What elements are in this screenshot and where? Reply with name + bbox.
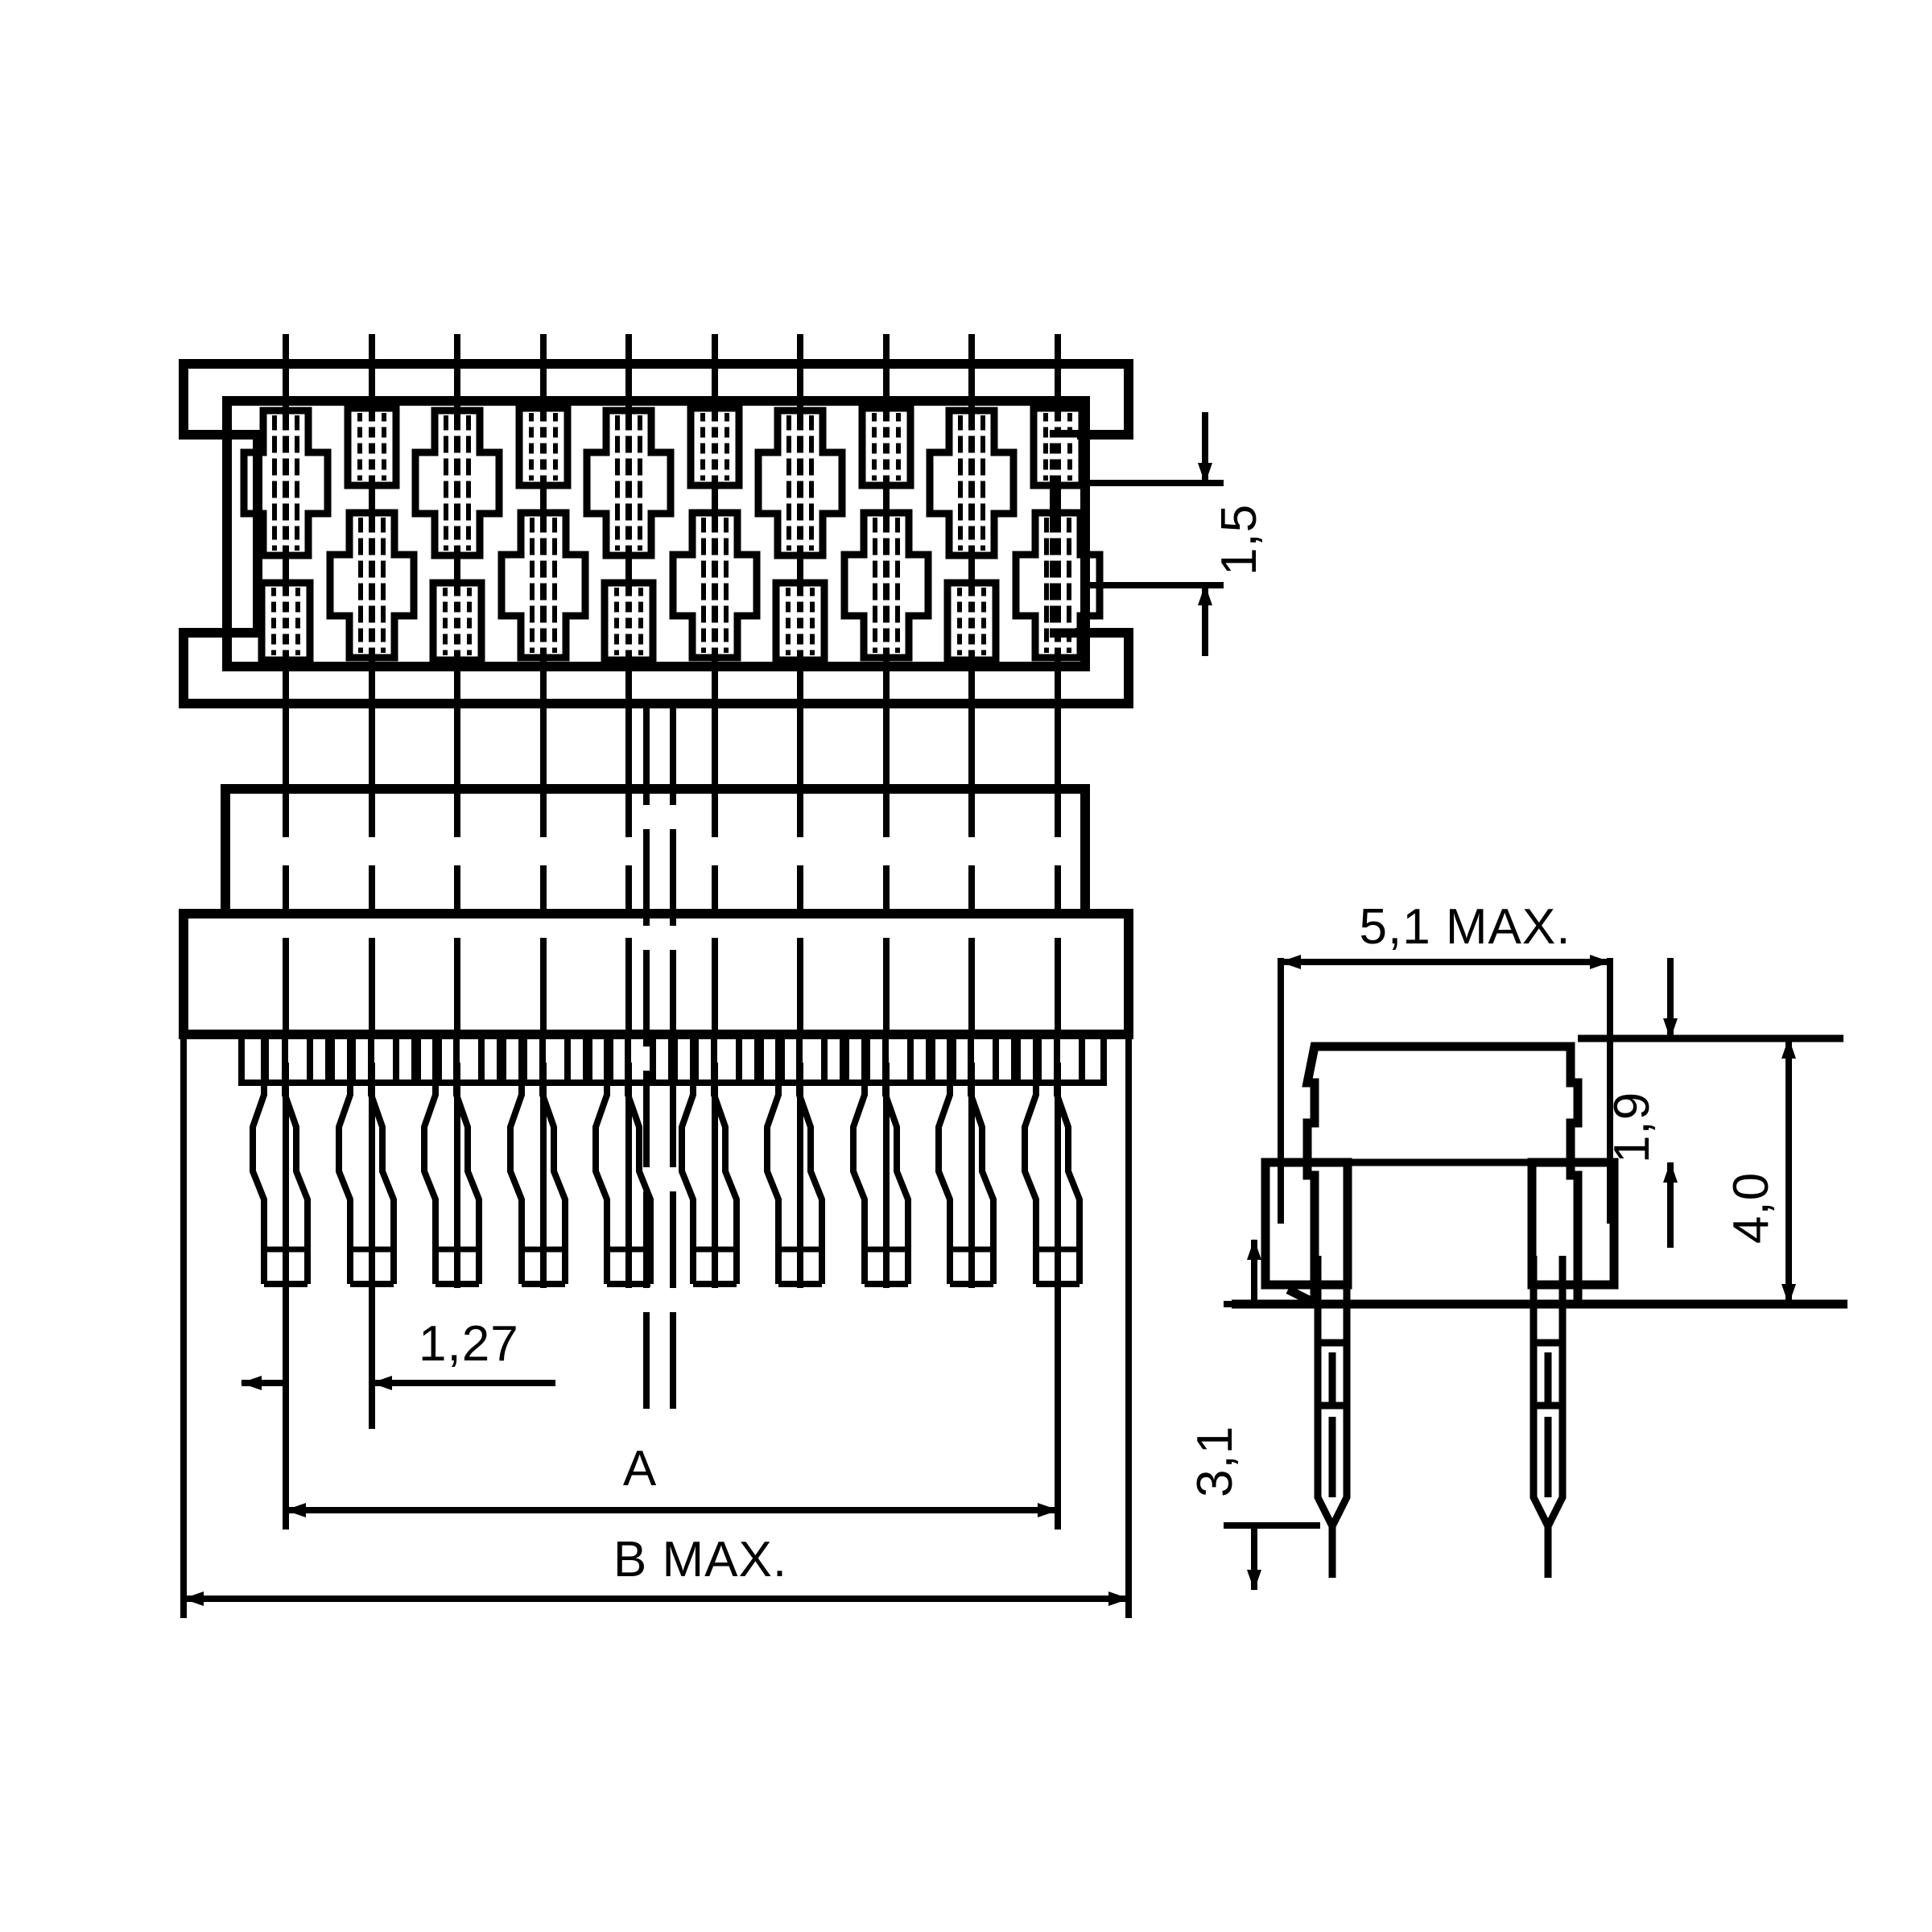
dimension-label-3-1: 3,1 [1187, 1426, 1243, 1497]
dimension-pin-length: 3,1 [1187, 1239, 1320, 1591]
side-view: 5,1 MAX. [1187, 899, 1847, 1591]
dimension-side-width [1278, 955, 1613, 1224]
side-view-shoulder-right [1527, 1158, 1619, 1290]
dimension-shoulder-height: 1,9 [1604, 958, 1678, 1248]
dimension-label-pitch: 1,27 [419, 1316, 519, 1372]
top-view: 1,5 [179, 334, 1267, 724]
dimension-body-height: 4,0 [1724, 1038, 1796, 1305]
symmetry-centre-line [643, 708, 676, 1409]
dimension-b [180, 914, 1132, 1618]
dimension-a [283, 1288, 1061, 1530]
bottom-dimensions: 1,27 A B MAX. [180, 914, 1132, 1618]
front-view [179, 708, 1133, 1409]
dimension-label-side-width: 5,1 MAX. [1360, 899, 1571, 955]
top-view-housing-outline [222, 396, 1090, 671]
dimension-row-spacing [1085, 480, 1224, 588]
side-view-shoulder-left [1261, 1158, 1352, 1290]
side-view-extension-lines [1336, 1034, 1843, 1166]
dimension-label-b: B MAX. [613, 1532, 787, 1587]
dimension-label-row-spacing: 1,5 [1212, 504, 1267, 576]
front-view-lower-body [179, 909, 1133, 1039]
front-view-upper-body [221, 784, 1090, 919]
dimension-label-4-0: 4,0 [1724, 1172, 1779, 1244]
top-view-flange-outline [179, 359, 1133, 708]
dimension-label-a: A [623, 1441, 657, 1496]
dimension-label-1-9: 1,9 [1604, 1092, 1660, 1163]
